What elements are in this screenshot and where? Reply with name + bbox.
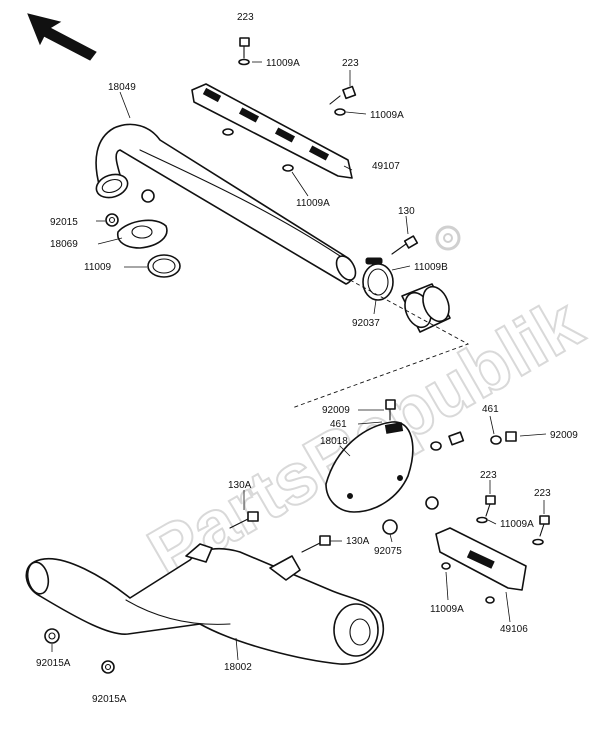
part-bolt-92009-right: [490, 431, 517, 445]
front-direction-arrow-icon: [27, 13, 97, 61]
part-nut-92015: [105, 213, 119, 227]
part-bolt-223-upper-right: [329, 85, 357, 116]
part-bolt-130a-left: [229, 511, 259, 529]
assembly-line-connector: [291, 279, 470, 409]
part-heat-shield-49106: [435, 527, 527, 604]
label-92009-b: 92009: [550, 430, 578, 441]
label-92015a-1: 92015A: [36, 658, 71, 669]
part-heat-shield-49107: [191, 83, 353, 179]
leader-lines: [51, 61, 547, 661]
label-92015a-2: 92015A: [92, 694, 127, 705]
part-nut-92015a: [44, 628, 115, 674]
label-223-c: 223: [480, 470, 497, 481]
label-18049: 18049: [108, 82, 136, 93]
part-muffler-cover-18018: [325, 421, 414, 513]
label-11009: 11009: [84, 262, 112, 273]
part-muffler-18002: [25, 543, 385, 665]
label-49106: 49106: [500, 624, 528, 635]
label-18018: 18018: [320, 436, 348, 447]
label-49107: 49107: [372, 161, 400, 172]
part-nut-92075: [382, 496, 439, 535]
label-223-a: 223: [237, 12, 254, 23]
part-nut-upper-left: [141, 189, 155, 203]
label-92037: 92037: [352, 318, 380, 329]
part-bolt-92009-left: [385, 399, 396, 421]
part-bolt-130a-right: [301, 535, 331, 553]
label-92009-a: 92009: [322, 405, 350, 416]
label-11009a-5: 11009A: [430, 604, 464, 615]
label-18069: 18069: [50, 239, 78, 250]
label-223-d: 223: [534, 488, 551, 499]
part-sleeve-gasket-11009b: [401, 283, 451, 333]
label-11009a-1: 11009A: [266, 58, 300, 69]
label-92075: 92075: [374, 546, 402, 557]
part-labels: 223 11009A 223 11009A 18049 49107 11009A…: [36, 12, 578, 705]
part-washer-11009a-mid: [222, 128, 294, 172]
label-11009b: 11009B: [414, 262, 448, 273]
part-bolt-223-upper-left: [238, 37, 250, 66]
watermark-gear-icon: [435, 225, 461, 251]
label-92015: 92015: [50, 217, 78, 228]
label-223-b: 223: [342, 58, 359, 69]
label-461-b: 461: [482, 404, 499, 415]
part-bolt-130: [391, 235, 419, 255]
label-130a-2: 130A: [346, 536, 370, 547]
part-bolt-cover-right: [430, 431, 465, 451]
label-130a-1: 130A: [228, 480, 252, 491]
part-bolt-223-lower: [476, 495, 550, 546]
label-461-a: 461: [330, 419, 347, 430]
label-11009a-4: 11009A: [500, 519, 534, 530]
label-11009a-2: 11009A: [370, 110, 404, 121]
label-130: 130: [398, 206, 415, 217]
part-header-pipe-18049: [95, 123, 357, 285]
part-flange-18069: [116, 219, 168, 249]
part-clamp-92037: [362, 257, 394, 301]
label-18002: 18002: [224, 662, 252, 673]
part-gasket-11009: [147, 254, 181, 278]
label-11009a-3: 11009A: [296, 198, 330, 209]
